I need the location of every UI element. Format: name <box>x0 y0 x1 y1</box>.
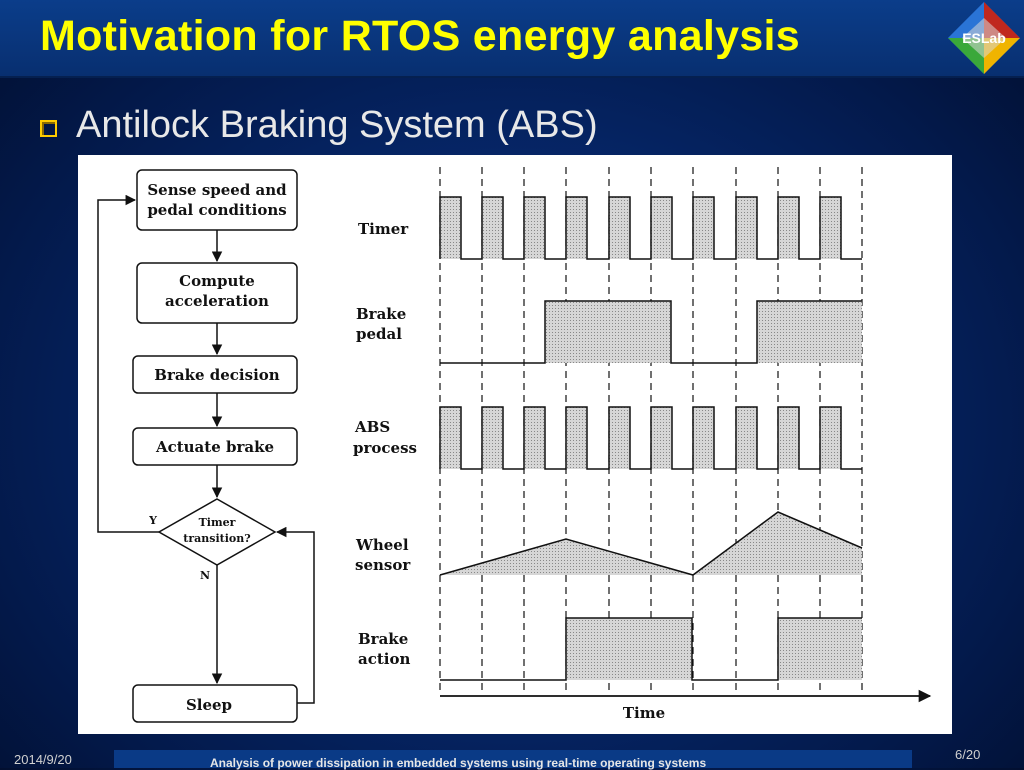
slide-title: Motivation for RTOS energy analysis <box>40 12 800 60</box>
box-sense-speed <box>136 169 298 231</box>
footer-page-number: 6/20 <box>955 747 981 762</box>
box-brake-decision <box>132 355 298 394</box>
signal-brake-pedal-line1: Brake <box>356 305 406 323</box>
bullet-text: Antilock Braking System (ABS) <box>76 104 598 146</box>
brake-action-waveform <box>440 617 862 681</box>
decision-no-label: N <box>200 569 210 582</box>
abs-process-waveform <box>439 406 862 470</box>
box-sleep-label: Sleep <box>186 696 232 714</box>
box-compute-line1: Compute <box>179 272 255 290</box>
signal-brake-action-line2: action <box>358 650 410 668</box>
brake-pedal-waveform <box>440 300 862 364</box>
arrow-yes-loop <box>97 194 159 533</box>
signal-abs-process-line2: process <box>353 439 417 457</box>
timing-labels: Timer Brake pedal ABS process Wheel sens… <box>353 220 665 722</box>
box-brake-decision-label: Brake decision <box>154 366 279 384</box>
flowchart-labels: Sense speed and pedal conditions Compute… <box>147 181 287 714</box>
wheel-sensor-waveform <box>439 511 863 576</box>
title-bar <box>0 0 1024 78</box>
box-actuate-label: Actuate brake <box>155 438 274 456</box>
logo-text: ESLab <box>962 30 1006 46</box>
arrow-sleep-loop <box>275 526 315 704</box>
decision-yes-label: Y <box>148 514 157 527</box>
footer-bar <box>114 750 912 768</box>
signal-brake-action-line1: Brake <box>358 630 408 648</box>
box-sense-line2: pedal conditions <box>147 201 286 219</box>
box-actuate-brake <box>132 427 298 466</box>
timer-waveform <box>439 196 862 260</box>
footer-date: 2014/9/20 <box>14 752 72 767</box>
signal-timer-label: Timer <box>358 220 409 238</box>
signal-wheel-sensor-line2: sensor <box>355 556 411 574</box>
flowchart <box>97 169 315 723</box>
box-sense-line1: Sense speed and <box>147 181 287 199</box>
signal-brake-pedal-line2: pedal <box>356 325 402 343</box>
decision-line2: transition? <box>183 532 250 545</box>
abs-diagram-svg: Sense speed and pedal conditions Compute… <box>97 167 932 723</box>
box-compute-line2: acceleration <box>165 292 269 310</box>
time-axis-label: Time <box>623 704 665 722</box>
bullet-square-icon <box>40 120 57 137</box>
decision-line1: Timer <box>199 516 236 529</box>
eslab-logo: ESLab <box>948 2 1020 74</box>
signal-wheel-sensor-line1: Wheel <box>355 536 409 554</box>
signal-abs-process-line1: ABS <box>354 418 390 436</box>
footer-title: Analysis of power dissipation in embedde… <box>210 756 707 770</box>
abs-figure: Sense speed and pedal conditions Compute… <box>78 155 952 734</box>
